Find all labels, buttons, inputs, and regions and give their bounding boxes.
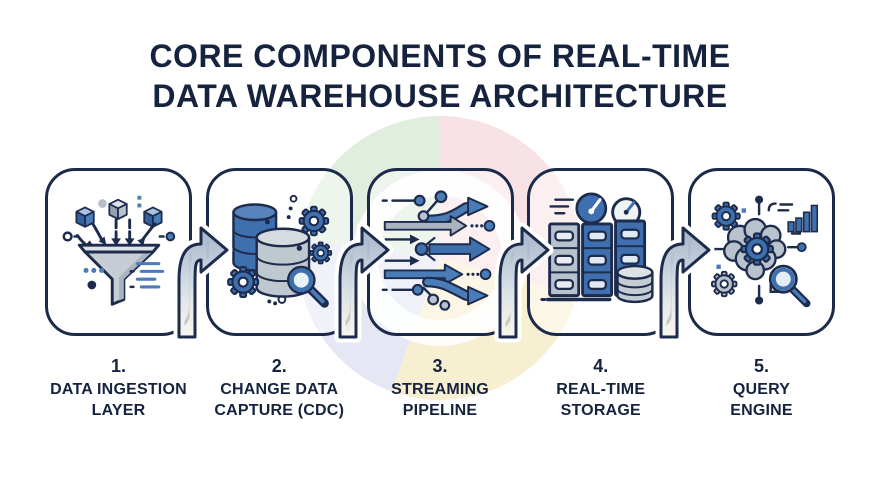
flow-arrow-1 bbox=[161, 204, 231, 339]
brain-query-icon bbox=[703, 195, 818, 308]
component-card-3: 3. STREAMING PIPELINE bbox=[366, 168, 514, 428]
flow-arrow-icon bbox=[643, 204, 713, 339]
funnel-ingestion-icon bbox=[62, 195, 175, 306]
component-label-5: QUERY ENGINE bbox=[730, 381, 793, 419]
page-title-line2: DATA WAREHOUSE ARCHITECTURE bbox=[152, 78, 728, 114]
component-number-1: 1. bbox=[110, 356, 126, 376]
flow-arrow-4 bbox=[643, 204, 713, 339]
component-label-1: DATA INGESTION LAYER bbox=[50, 381, 187, 419]
page-title: CORE COMPONENTS OF REAL-TIME DATA WAREHO… bbox=[0, 36, 880, 116]
component-number-5: 5. bbox=[753, 356, 769, 376]
flow-arrow-2 bbox=[322, 204, 392, 339]
component-number-3: 3. bbox=[432, 356, 448, 376]
database-sync-icon bbox=[227, 194, 333, 308]
component-box-1 bbox=[45, 168, 192, 336]
flow-arrow-3 bbox=[482, 204, 552, 339]
component-label-3: STREAMING PIPELINE bbox=[391, 381, 489, 419]
streaming-arrows-icon bbox=[381, 190, 496, 311]
component-number-4: 4. bbox=[593, 356, 609, 376]
flow-arrow-icon bbox=[482, 204, 552, 339]
flow-arrow-icon bbox=[161, 204, 231, 339]
component-label-2: CHANGE DATA CAPTURE (CDC) bbox=[214, 381, 345, 419]
page-title-line1: CORE COMPONENTS OF REAL-TIME bbox=[149, 38, 731, 74]
component-card-1: 1. DATA INGESTION LAYER bbox=[45, 168, 192, 428]
components-row: 1. DATA INGESTION LAYER bbox=[45, 168, 835, 428]
component-number-2: 2. bbox=[271, 356, 287, 376]
component-card-5: 5. QUERY ENGINE bbox=[688, 168, 835, 428]
storage-cabinets-icon bbox=[540, 192, 654, 304]
component-label-4: REAL-TIME STORAGE bbox=[556, 381, 646, 419]
flow-arrow-icon bbox=[322, 204, 392, 339]
